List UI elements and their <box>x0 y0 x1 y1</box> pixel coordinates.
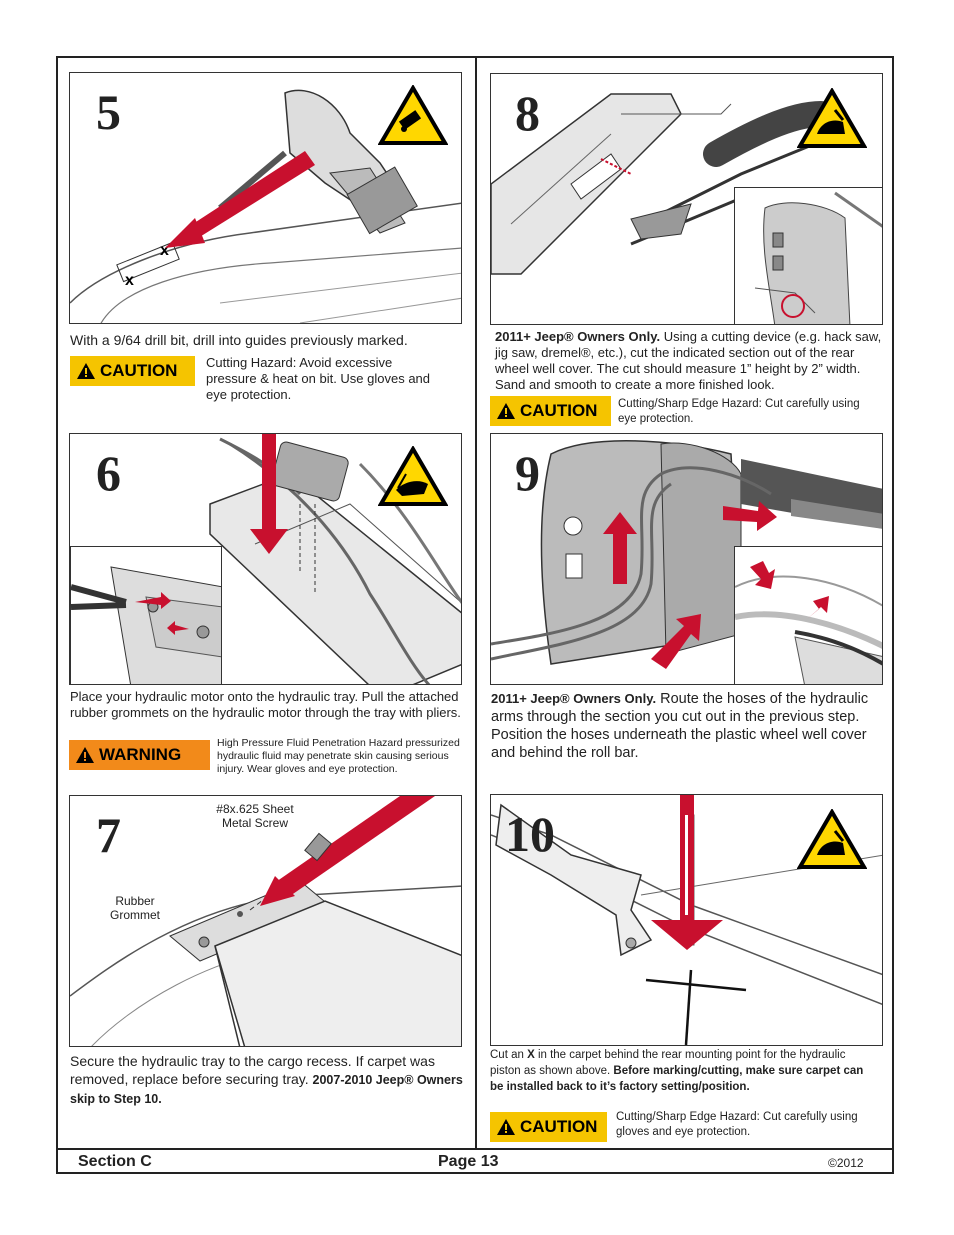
step-5-number: 5 <box>96 84 121 140</box>
step-9-number: 9 <box>515 445 540 501</box>
hand-cut-hazard-icon <box>797 809 867 869</box>
footer-section: Section C <box>78 1153 152 1170</box>
step-8-text-bold: 2011+ Jeep® Owners Only. <box>495 329 661 344</box>
hose-detail-illustration <box>735 561 882 684</box>
grommet-callout-label: Rubber Grommet <box>109 894 160 922</box>
alert-triangle-icon <box>76 747 94 763</box>
step-8-caution-badge: CAUTION <box>490 396 611 426</box>
step-9-illustration: 9 <box>490 433 883 685</box>
step-10-number: 10 <box>505 806 555 862</box>
footer-divider <box>58 1148 894 1150</box>
step-8-text-main: Using a cutting device (e.g. hack saw, j… <box>495 329 882 392</box>
footer-page-number: Page 13 <box>438 1153 499 1170</box>
step-6-number: 6 <box>96 445 121 501</box>
caution-label: CAUTION <box>520 401 598 420</box>
svg-text:x: x <box>125 272 134 289</box>
svg-text:x: x <box>160 242 169 259</box>
step-10-text-x: X <box>527 1049 535 1061</box>
step-5-caution-text: Cutting Hazard: Avoid excessive pressure… <box>206 355 431 402</box>
caution-label: CAUTION <box>100 361 178 380</box>
step-6-inset-pliers <box>70 546 222 684</box>
drill-illustration: x x <box>70 89 461 323</box>
warning-label: WARNING <box>99 745 182 764</box>
step-8-number: 8 <box>515 85 540 141</box>
hydraulic-tray-illustration <box>209 434 461 684</box>
tray-mounting-illustration <box>70 796 461 1046</box>
step-5-caution-badge: CAUTION <box>70 356 195 386</box>
screw-callout-label: #8x.625 Sheet Metal Screw <box>216 802 294 830</box>
cut-location-illustration <box>754 191 882 324</box>
step-9-text-bold: 2011+ Jeep® Owners Only. <box>491 691 657 706</box>
hand-cut-hazard-icon <box>797 88 867 148</box>
step-8-illustration: 8 <box>490 73 883 325</box>
step-8-caution-text: Cutting/Sharp Edge Hazard: Cut carefully… <box>618 398 860 425</box>
drill-hazard-icon <box>378 85 448 145</box>
column-divider <box>475 58 477 1148</box>
step-10-illustration: 10 <box>490 794 883 1046</box>
step-6-illustration: 6 <box>69 433 462 685</box>
step-9-text-main: Route the hoses of the hydraulic arms th… <box>491 691 869 761</box>
fluid-injection-hazard-icon <box>378 446 448 506</box>
step-8-text: 2011+ Jeep® Owners Only. Using a cutting… <box>495 329 887 393</box>
step-6-warning-badge: WARNING <box>69 740 210 770</box>
pliers-illustration <box>71 566 221 684</box>
caution-label: CAUTION <box>520 1117 598 1136</box>
step-9-inset-hose-detail <box>734 546 882 684</box>
step-7-illustration: 7 #8x.625 Sheet Metal Screw Rubber Gromm… <box>69 795 462 1047</box>
page-frame <box>56 56 894 1174</box>
alert-triangle-icon <box>497 1119 515 1135</box>
step-10-caution-badge: CAUTION <box>490 1112 607 1142</box>
step-5-illustration: x x 5 <box>69 72 462 324</box>
step-10-text-bold: Before marking/cutting, make sure carpet… <box>490 1065 864 1093</box>
alert-triangle-icon <box>497 403 515 419</box>
step-8-inset-cut-location <box>734 187 882 324</box>
step-7-text-note: 2007-2010 Jeep® Owners skip to Step 10. <box>70 1073 463 1106</box>
step-10-text-a: Cut an <box>490 1049 528 1061</box>
step-9-text: 2011+ Jeep® Owners Only. Route the hoses… <box>491 690 883 762</box>
step-6-text: Place your hydraulic motor onto the hydr… <box>70 689 461 720</box>
step-5-text: With a 9/64 drill bit, drill into guides… <box>70 332 408 348</box>
step-7-text-main: Secure the hydraulic tray to the cargo r… <box>70 1053 435 1087</box>
step-6-warning-text: High Pressure Fluid Penetration Hazard p… <box>217 737 460 775</box>
alert-triangle-icon <box>77 363 95 379</box>
footer-copyright: ©2012 <box>828 1156 864 1170</box>
step-7-text: Secure the hydraulic tray to the cargo r… <box>70 1052 465 1108</box>
step-10-text: Cut an X in the carpet behind the rear m… <box>490 1047 870 1095</box>
step-10-caution-text: Cutting/Sharp Edge Hazard: Cut carefully… <box>616 1111 858 1138</box>
step-10-text-b: in the carpet behind the rear mounting p… <box>490 1049 846 1077</box>
hose-routing-illustration <box>491 440 882 669</box>
carpet-cut-illustration <box>491 795 882 1045</box>
step-7-number: 7 <box>96 807 121 863</box>
